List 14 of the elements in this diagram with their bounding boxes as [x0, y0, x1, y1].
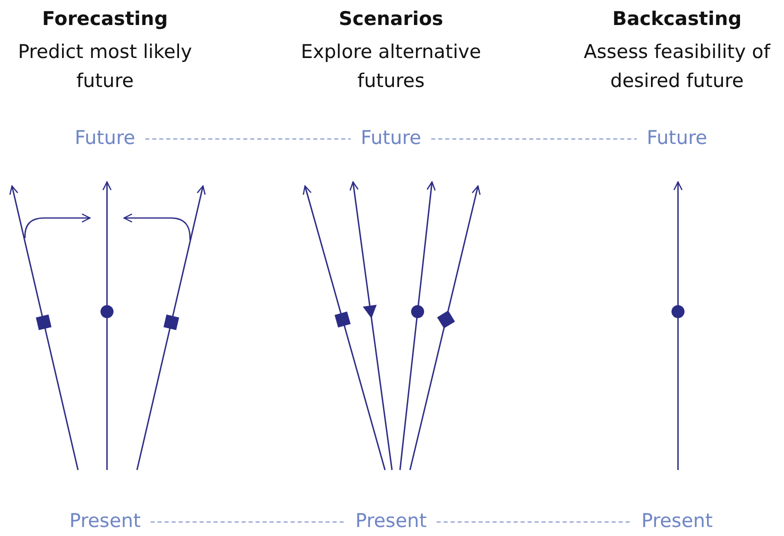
column-heading: Backcasting	[612, 7, 742, 32]
time-label: Present	[69, 510, 141, 532]
connector-line	[430, 138, 638, 140]
time-label: Present	[355, 510, 427, 532]
time-label: Present	[641, 510, 713, 532]
column-heading: Forecasting	[42, 7, 168, 32]
column-description: Explore alternative futures	[300, 40, 482, 94]
column-heading: Scenarios	[338, 7, 444, 32]
connector-line	[144, 138, 352, 140]
time-label: Future	[646, 127, 708, 149]
column-description: Assess feasibility of desired future	[582, 40, 772, 94]
time-label: Future	[74, 127, 136, 149]
time-label: Future	[360, 127, 422, 149]
column-description: Predict most likely future	[16, 40, 194, 94]
